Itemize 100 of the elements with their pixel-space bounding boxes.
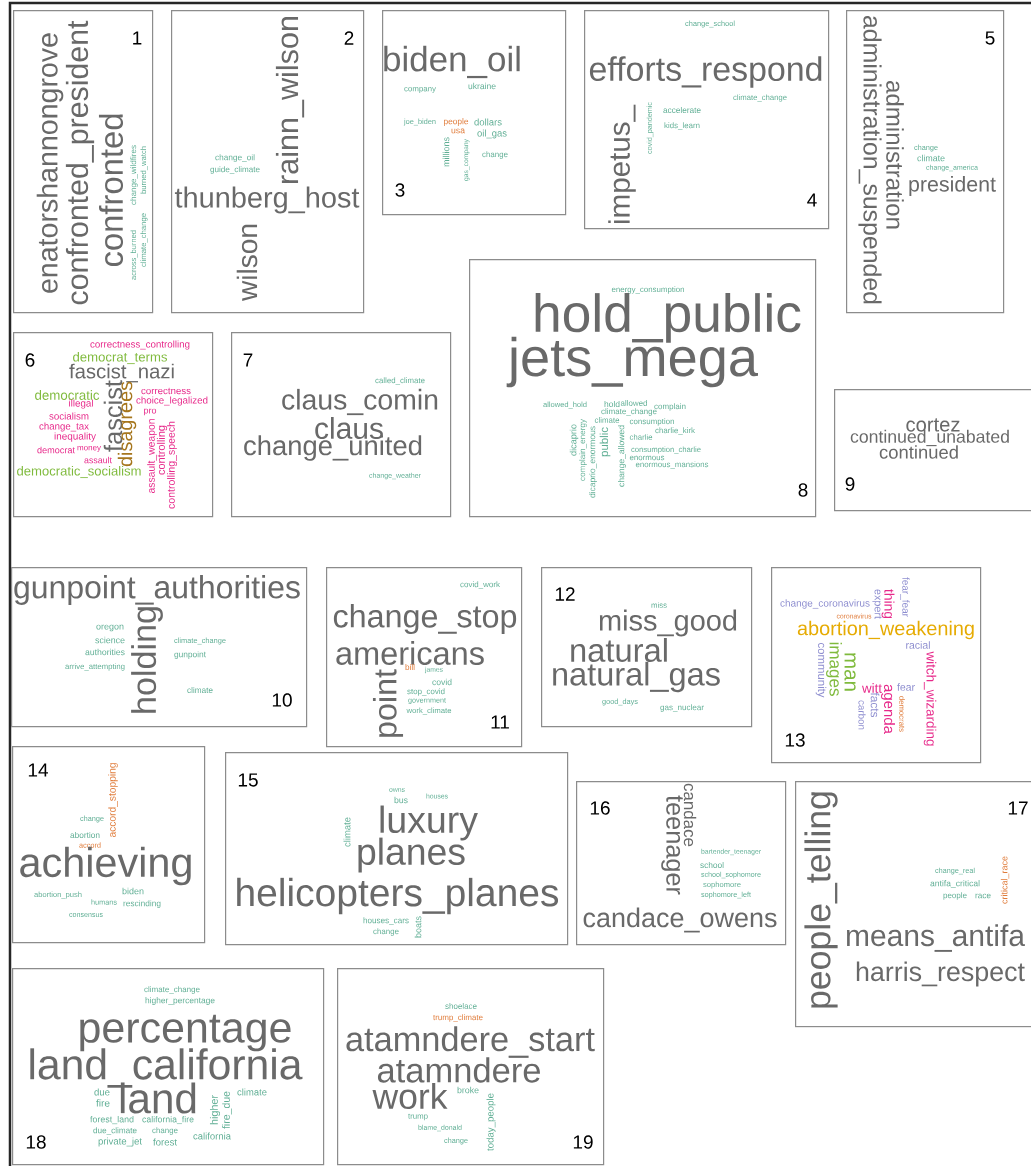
- cloud-word: impetus_: [608, 104, 636, 224]
- panel-number: 11: [491, 715, 509, 729]
- cloud-word: choice_legalized: [136, 396, 208, 406]
- panel-number: 10: [272, 693, 292, 707]
- panel-number: 7: [243, 353, 253, 367]
- cloud-word: democratic_socialism: [17, 465, 141, 479]
- cloud-word: racial: [906, 641, 930, 649]
- cloud-word: controlling: [156, 425, 168, 475]
- cloud-word: confronted: [98, 114, 124, 267]
- cloud-word: private_jet: [98, 1137, 142, 1147]
- cloud-word: witch_wizarding: [923, 651, 937, 746]
- panel-number: 17: [1008, 801, 1028, 815]
- cloud-word: atamndere: [377, 1057, 540, 1083]
- cloud-word: change_tax: [39, 422, 89, 432]
- cloud-word: antifa_critical: [930, 880, 980, 888]
- cloud-word: abortion_weakening: [797, 620, 974, 640]
- cloud-word: socialism: [49, 412, 89, 420]
- cloud-word: bill: [405, 664, 415, 670]
- cloud-word: gunpoint: [174, 651, 206, 659]
- cloud-word: fear_fear: [900, 577, 910, 617]
- cloud-word: complain_energy: [579, 419, 587, 481]
- cloud-word: continued: [879, 445, 958, 459]
- cloud-word: community: [815, 643, 827, 698]
- panel-number: 14: [28, 763, 48, 777]
- cloud-word: man: [844, 653, 856, 691]
- cloud-word: administration_suspended: [858, 16, 882, 304]
- panel-number: 4: [807, 193, 817, 207]
- cloud-word: candace: [683, 783, 697, 847]
- cloud-word: california_fire: [142, 1115, 194, 1125]
- panel-number: 3: [395, 183, 405, 197]
- cloud-word: houses_cars: [363, 917, 409, 925]
- cloud-word: oil_gas: [477, 129, 507, 139]
- cloud-word: climate: [187, 687, 213, 693]
- cloud-word: covid: [432, 678, 452, 686]
- cloud-word: means_antifa: [847, 924, 1025, 952]
- panel-number: 19: [573, 1135, 593, 1149]
- cloud-word: oregon: [96, 624, 124, 632]
- cloud-word: carbon: [858, 700, 866, 730]
- cloud-word: images: [826, 642, 842, 696]
- cloud-word: money: [77, 446, 101, 452]
- cloud-word: point: [372, 669, 404, 737]
- cloud-word: harris_respect: [856, 961, 1025, 987]
- cloud-word: fire: [96, 1099, 110, 1107]
- cloud-word: efforts_respond: [589, 56, 822, 88]
- panel-number: 8: [798, 483, 808, 497]
- cloud-word: claus_comin: [282, 388, 438, 416]
- cloud-word: americans: [336, 641, 484, 665]
- cloud-word: ukraine: [468, 82, 496, 90]
- cloud-word: guide_climate: [210, 166, 260, 174]
- cloud-word: people: [444, 118, 469, 126]
- cloud-word: teenager: [661, 795, 683, 895]
- cloud-word: rescinding: [123, 900, 161, 908]
- cloud-word: higher_percentage: [145, 997, 215, 1005]
- cloud-word: authorities: [85, 648, 125, 656]
- cloud-word: public: [599, 427, 611, 457]
- cloud-word: today_people: [486, 1093, 496, 1151]
- cloud-word: miss_good: [599, 609, 737, 637]
- cloud-word: democrat_terms: [73, 351, 167, 365]
- cloud-word: accord_stopping: [108, 763, 118, 838]
- panel-number: 12: [555, 587, 575, 601]
- cloud-word: broke: [457, 1086, 479, 1094]
- cloud-word: thunberg_host: [174, 186, 360, 214]
- cloud-word: fire_due: [222, 1091, 232, 1129]
- cloud-word: science: [95, 636, 125, 644]
- cloud-word: administration: [886, 81, 904, 229]
- cloud-word: forest: [153, 1138, 177, 1146]
- cloud-word: work: [372, 1082, 448, 1110]
- panel-number: 1: [133, 31, 142, 45]
- cloud-word: critical_race: [1000, 856, 1010, 904]
- cloud-word: gunpoint_authorities: [14, 575, 300, 605]
- cloud-word: agenda: [881, 684, 895, 734]
- cloud-word: dollars: [474, 118, 502, 126]
- cloud-word: forest_land: [90, 1115, 134, 1125]
- cloud-word: natural_gas: [553, 661, 720, 693]
- cloud-word: climate: [917, 154, 945, 162]
- cloud-word: change_oil: [215, 154, 255, 162]
- cloud-word: millions: [442, 137, 450, 167]
- cloud-word: due_climate: [93, 1127, 137, 1135]
- cloud-word: accelerate: [663, 107, 701, 113]
- cloud-word: boats: [414, 916, 422, 938]
- cloud-word: candace_owens: [583, 907, 777, 933]
- cloud-word: assault_weapon: [147, 419, 157, 494]
- cloud-word: higher: [209, 1095, 221, 1125]
- cloud-word: witt: [862, 683, 882, 693]
- cloud-word: enatorshannongrove: [36, 33, 64, 293]
- cloud-word: bus: [394, 796, 408, 804]
- cloud-word: assault: [84, 456, 112, 464]
- cloud-word: usa: [451, 128, 465, 134]
- panel-number: 16: [590, 801, 610, 815]
- cloud-word: natural: [571, 638, 667, 662]
- panel-number: 15: [238, 773, 258, 787]
- cloud-word: correctness_controlling: [90, 340, 190, 350]
- cloud-word: illegal: [69, 399, 93, 409]
- cloud-word: school: [700, 861, 724, 869]
- panel-number: 2: [344, 31, 354, 45]
- cloud-word: people_telling: [804, 792, 838, 1008]
- cloud-word: change_wildfires: [130, 145, 138, 205]
- cloud-word: atamndere_start: [346, 1026, 595, 1058]
- cloud-word: president: [909, 176, 996, 196]
- cloud-word: race: [975, 893, 991, 899]
